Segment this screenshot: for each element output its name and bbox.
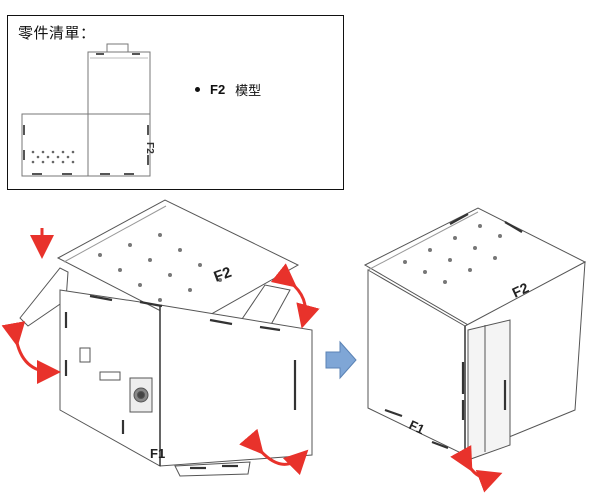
left-assembly (19, 199, 313, 477)
rotate-arrow-icon (1, 321, 61, 384)
left-f1-label: F1 (150, 446, 165, 461)
parts-item-code: F2 (210, 82, 226, 97)
parts-list-title: 零件清單： (18, 24, 96, 42)
motion-arrows-left (1, 228, 320, 476)
left-f2-label: F2 (212, 264, 234, 286)
bullet-icon (195, 87, 200, 92)
right-f2-label: F2 (510, 279, 532, 300)
parts-list-item: F2 模型 (195, 80, 261, 99)
f2-net-drawing (21, 43, 151, 177)
step-arrow-icon (325, 340, 357, 380)
right-assembly (363, 207, 587, 461)
parts-item-name: 模型 (235, 84, 262, 99)
rotate-arrow-icon (450, 445, 503, 493)
rotate-arrow-icon (239, 428, 309, 476)
rotate-arrow-icon (270, 263, 320, 329)
right-f1-label: F1 (407, 417, 427, 437)
net-f2-label: F2 (144, 142, 155, 154)
